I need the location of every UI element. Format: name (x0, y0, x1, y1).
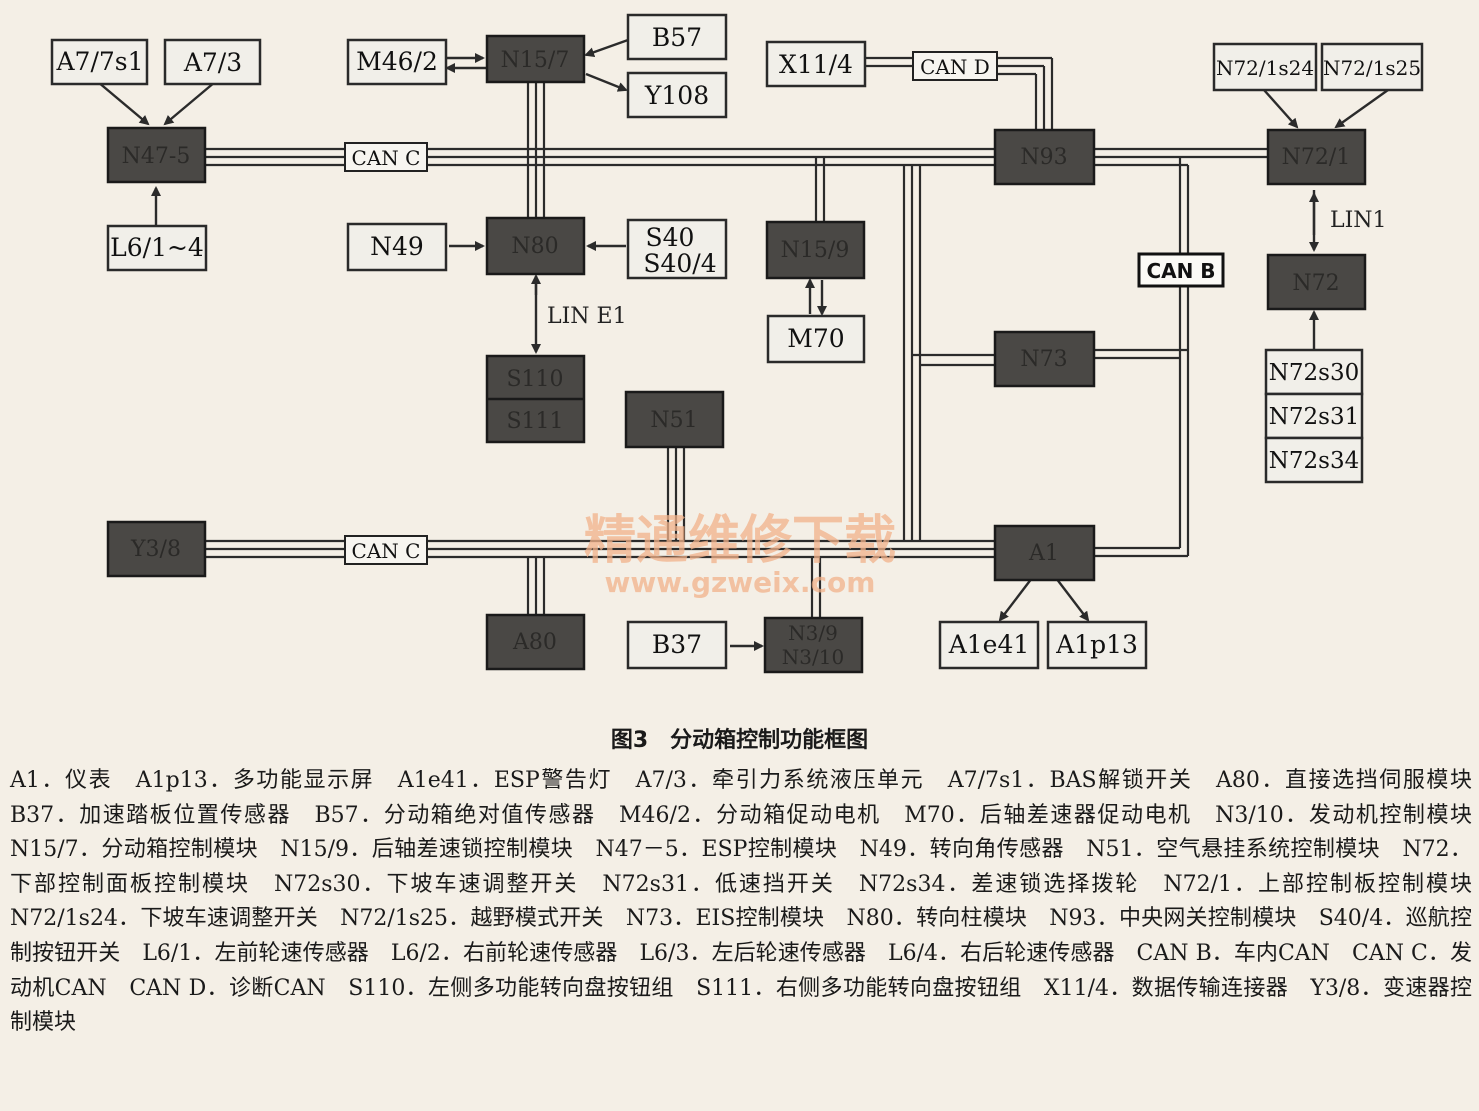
node-n15-7: N15/7 (485, 34, 586, 84)
node-n72: N72 (1266, 253, 1367, 311)
svg-text:M46/2: M46/2 (356, 47, 438, 76)
svg-text:Y108: Y108 (644, 81, 709, 110)
node-n47-5: N47-5 (106, 126, 207, 184)
svg-text:N15/9: N15/9 (781, 238, 850, 263)
node-y108: Y108 (626, 71, 728, 119)
watermark-url: www.gzweix.com (605, 566, 876, 599)
node-a7-7s1: A7/7s1 (50, 38, 149, 86)
node-n15-9: N15/9 (765, 220, 866, 280)
can-c-bottom-label: CAN C (344, 535, 428, 565)
svg-text:X11/4: X11/4 (779, 50, 853, 79)
svg-text:A1e41: A1e41 (948, 630, 1030, 659)
node-y3-8: Y3/8 (106, 520, 207, 578)
node-l6-1-4: L6/1~4 (106, 224, 208, 272)
node-n80: N80 (485, 216, 586, 276)
svg-text:N72/1s24: N72/1s24 (1216, 56, 1314, 80)
node-n72-1s25: N72/1s25 (1320, 42, 1424, 92)
svg-text:CAN C: CAN C (352, 146, 421, 170)
svg-text:B37: B37 (652, 630, 702, 659)
node-n3-9: N3/9 (788, 621, 838, 645)
node-m46-2: M46/2 (346, 38, 448, 86)
svg-text:N93: N93 (1020, 145, 1067, 170)
svg-text:CAN C: CAN C (352, 539, 421, 563)
svg-text:N72/1s25: N72/1s25 (1323, 56, 1421, 80)
bus-lines (205, 56, 1268, 618)
node-n72-1: N72/1 (1266, 128, 1367, 186)
node-s40-4: S40/4 (643, 249, 716, 278)
node-s110-s111: S110 S111 (485, 354, 586, 444)
svg-text:N72/1: N72/1 (1282, 145, 1351, 170)
svg-text:N49: N49 (370, 232, 424, 261)
can-d-label: CAN D (912, 51, 998, 81)
svg-text:L6/1~4: L6/1~4 (110, 233, 204, 262)
svg-text:S40: S40 (646, 223, 695, 252)
svg-text:A80: A80 (512, 630, 557, 655)
svg-text:CAN D: CAN D (920, 55, 990, 79)
svg-text:N73: N73 (1020, 347, 1067, 372)
svg-text:N80: N80 (511, 234, 558, 259)
figure-legend: A1．仪表 A1p13．多功能显示屏 A1e41．ESP警告灯 A7/3．牵引力… (10, 768, 1479, 1036)
node-s110: S110 (506, 367, 563, 392)
lin-e1-label: LIN E1 (547, 304, 627, 329)
node-n73: N73 (993, 330, 1096, 388)
svg-text:N51: N51 (650, 408, 697, 433)
svg-text:N72s31: N72s31 (1269, 404, 1359, 430)
figure-caption: 图3 分动箱控制功能框图 (610, 728, 869, 753)
node-n93: N93 (993, 128, 1096, 186)
can-b-label: CAN B (1137, 252, 1225, 288)
node-n72s34: N72s34 (1264, 436, 1364, 484)
svg-text:N72s34: N72s34 (1269, 448, 1359, 474)
node-n72s30: N72s30 (1264, 348, 1364, 396)
node-n3-10: N3/10 (782, 645, 844, 669)
svg-text:A7/3: A7/3 (183, 48, 242, 77)
node-n51: N51 (624, 390, 725, 449)
block-diagram: CAN C CAN C CAN D CAN B LIN E1 LIN1 A7/7… (50, 13, 1424, 674)
watermark-text: 精通维修下载 (584, 511, 896, 571)
node-a1e41: A1e41 (938, 620, 1040, 670)
svg-text:N72: N72 (1292, 271, 1339, 296)
node-s40: S40 S40/4 (626, 218, 728, 280)
node-x11-4: X11/4 (765, 40, 867, 88)
svg-text:N72s30: N72s30 (1269, 360, 1359, 386)
svg-text:CAN B: CAN B (1146, 259, 1215, 283)
node-a7-3: A7/3 (163, 38, 262, 86)
node-m70: M70 (766, 314, 866, 364)
node-b57: B57 (626, 13, 728, 61)
can-c-top-label: CAN C (344, 142, 428, 172)
signal-arrows (97, 38, 1389, 651)
svg-text:B57: B57 (652, 23, 702, 52)
node-n3-9-n3-10: N3/9 N3/10 (763, 616, 864, 674)
node-n49: N49 (346, 222, 448, 272)
lin1-label: LIN1 (1330, 208, 1387, 233)
svg-text:M70: M70 (787, 324, 844, 353)
node-a1: A1 (993, 524, 1096, 582)
svg-text:Y3/8: Y3/8 (130, 537, 181, 562)
svg-text:N15/7: N15/7 (501, 48, 570, 73)
svg-text:A1p13: A1p13 (1055, 630, 1138, 659)
node-b37: B37 (626, 620, 728, 670)
node-a80: A80 (485, 613, 586, 671)
node-s111: S111 (506, 409, 563, 434)
node-n72-1s24: N72/1s24 (1212, 42, 1318, 92)
node-n72s31: N72s31 (1264, 392, 1364, 440)
node-a1p13: A1p13 (1046, 620, 1148, 670)
svg-text:A1: A1 (1028, 541, 1059, 566)
svg-text:N47-5: N47-5 (122, 144, 191, 169)
svg-text:A7/7s1: A7/7s1 (55, 47, 143, 76)
